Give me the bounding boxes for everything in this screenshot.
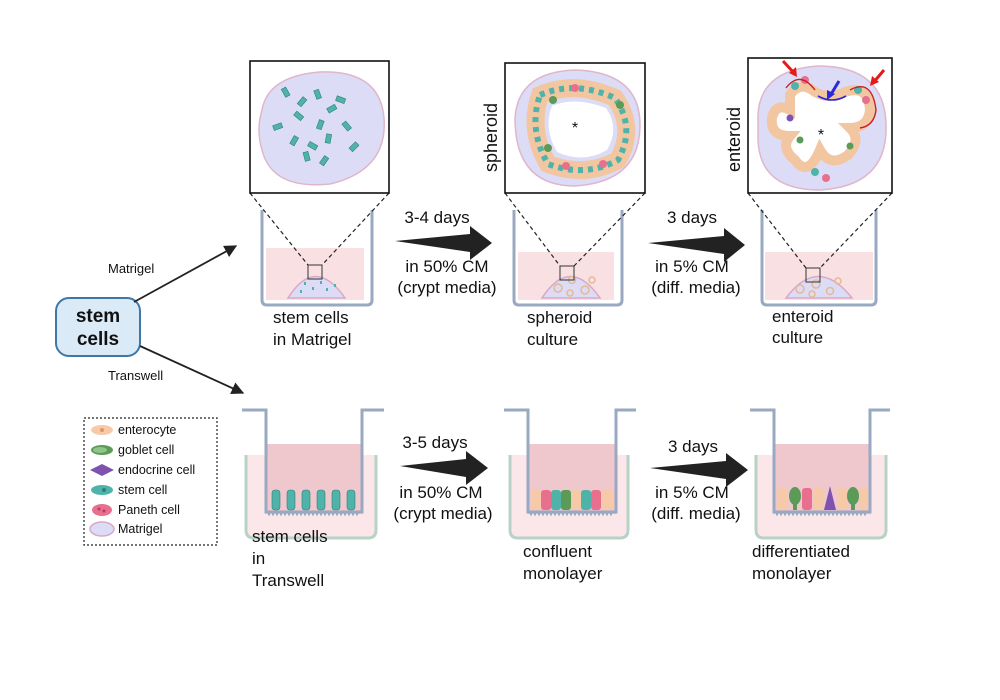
legend-label-stem-cell: stem cell [118,483,167,497]
enterocyte-icon [91,425,113,435]
branch-arrow-transwell [139,345,245,395]
endocrine-cell-icon [90,464,114,476]
transwell-transition-2: 3 days in 5% CM (diff. media) [650,437,748,523]
zoom-stem-cells-matrigel [249,60,390,194]
goblet-cell-icon [91,445,113,455]
legend-label-endocrine-cell: endocrine cell [118,463,195,477]
transwell-2 [504,408,636,540]
transwell-transition-1: 3-5 days in 50% CM (crypt media) [393,433,492,523]
matrigel-transition-2-medium-1: in 5% CM [655,257,729,276]
legend-label-matrigel: Matrigel [118,522,162,536]
transwell-step-3-caption-2: monolayer [752,564,832,583]
matrigel-well-1 [260,210,374,307]
transwell-transition-2-medium-2: (diff. media) [651,504,740,523]
legend-label-enterocyte: enterocyte [118,423,176,437]
matrigel-well-2 [512,210,624,307]
matrigel-step-3-caption-1: enteroid [772,307,833,326]
zoom-label-enteroid: enteroid [724,107,744,172]
stem-cells-label-2: cells [77,329,119,350]
branch-label-transwell: Transwell [108,368,163,383]
transwell-transition-2-medium-1: in 5% CM [655,483,729,502]
paneth-cell-icon [92,504,112,516]
transwell-step-2-caption-2: monolayer [523,564,603,583]
matrigel-step-2-caption-2: culture [527,330,578,349]
transwell-1 [242,408,384,540]
legend-label-goblet-cell: goblet cell [118,443,174,457]
matrigel-transition-1-medium-1: in 50% CM [405,257,488,276]
matrigel-step-1-caption-1: stem cells [273,308,349,327]
matrigel-transition-1-medium-2: (crypt media) [397,278,496,297]
stem-cells-node: stem cells [55,297,141,357]
branch-label-matrigel: Matrigel [108,261,154,276]
matrigel-icon [89,521,115,537]
matrigel-transition-2-medium-2: (diff. media) [651,278,740,297]
transwell-step-2-caption-1: confluent [523,542,592,561]
transwell-step-1-caption-2: in [252,549,265,568]
matrigel-step-3-caption-2: culture [772,328,823,347]
legend: enterocyte goblet cell endocrine cell st… [83,417,218,546]
transwell-transition-1-medium-1: in 50% CM [399,483,482,502]
zoom-label-spheroid: spheroid [481,103,501,172]
transwell-transition-2-time: 3 days [668,437,718,456]
stem-cells-label-1: stem [76,306,120,327]
matrigel-step-2-caption-1: spheroid [527,308,592,327]
legend-label-paneth-cell: Paneth cell [118,503,180,517]
matrigel-transition-2: 3 days in 5% CM (diff. media) [648,208,745,297]
transwell-3 [750,408,890,540]
transwell-transition-1-medium-2: (crypt media) [393,504,492,523]
spheroid-lumen-marker: * [572,120,578,137]
enteroid-lumen-marker: * [818,127,824,144]
matrigel-transition-1: 3-4 days in 50% CM (crypt media) [395,208,497,297]
matrigel-transition-1-time: 3-4 days [404,208,469,227]
transwell-step-1-caption-3: Transwell [252,571,324,590]
stem-cell-icon [91,485,113,495]
zoom-spheroid: * [504,62,646,194]
matrigel-transition-2-time: 3 days [667,208,717,227]
transwell-step-1-caption-1: stem cells [252,527,328,546]
transwell-transition-1-time: 3-5 days [402,433,467,452]
transwell-step-3-caption-1: differentiated [752,542,850,561]
branch-arrow-matrigel [133,245,238,303]
zoom-lines [249,192,893,269]
matrigel-well-3 [760,210,878,307]
matrigel-step-1-caption-2: in Matrigel [273,330,351,349]
zoom-enteroid: * [747,57,893,194]
